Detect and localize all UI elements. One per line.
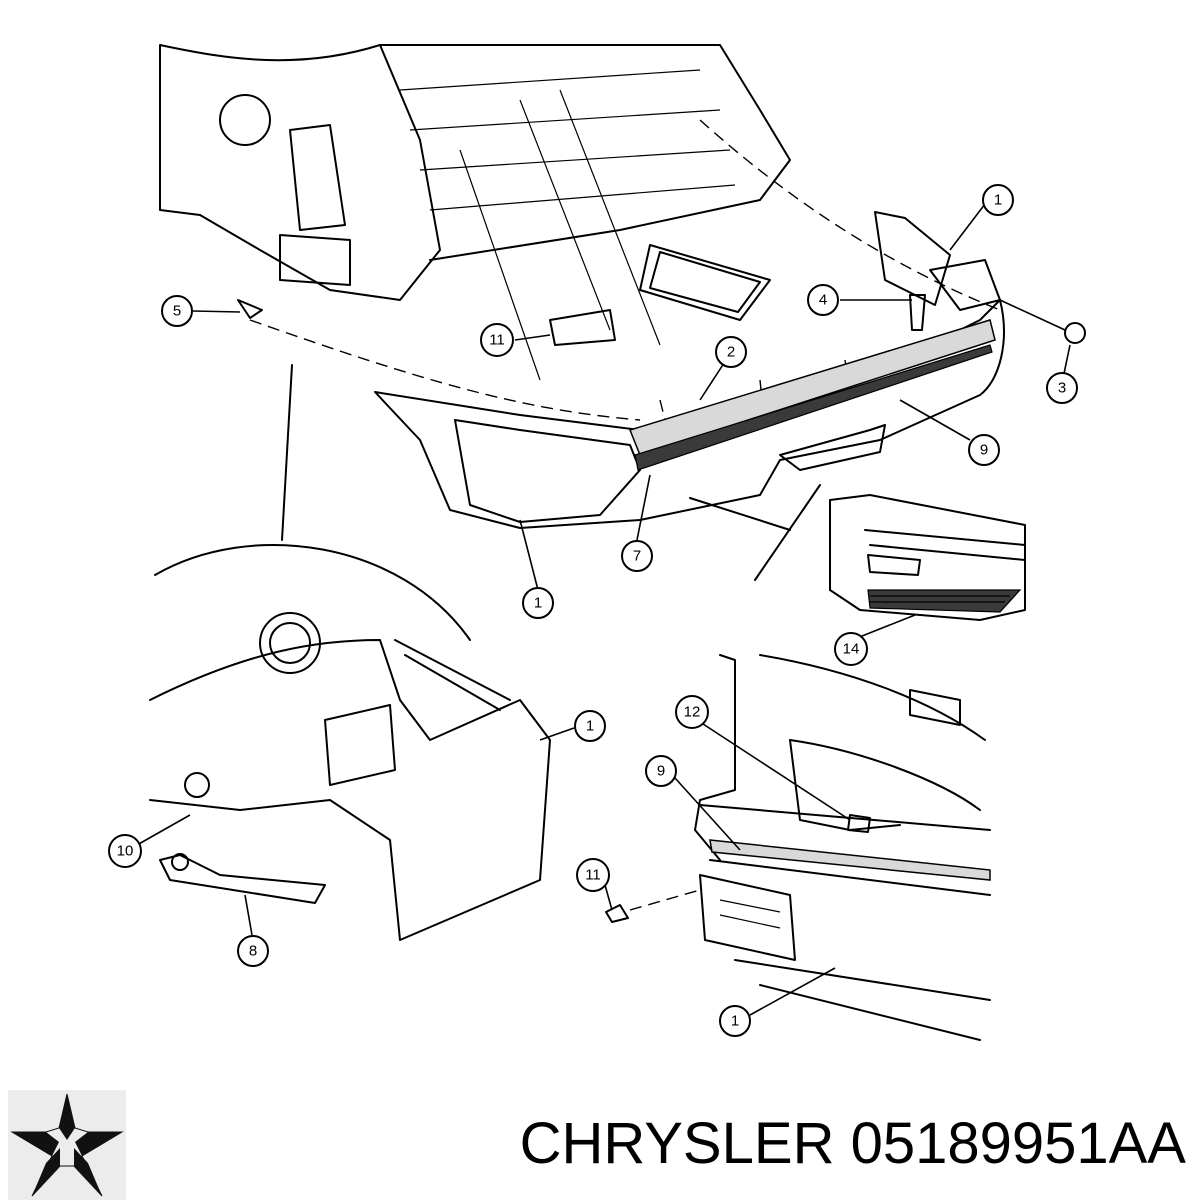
callout-11: 11 xyxy=(480,323,514,357)
side-corner-inset xyxy=(149,544,551,941)
callout-5: 5 xyxy=(161,295,193,327)
pentastar-icon xyxy=(8,1090,126,1200)
vehicle-rear-body xyxy=(159,44,791,381)
callout-label: 5 xyxy=(173,303,181,320)
callout-14: 14 xyxy=(834,632,868,666)
callout-1: 1 xyxy=(982,184,1014,216)
callout-label: 1 xyxy=(994,192,1002,209)
callout-label: 3 xyxy=(1058,380,1066,397)
callout-1: 1 xyxy=(522,587,554,619)
part-title: CHRYSLER 05189951AA xyxy=(519,1111,1186,1176)
callout-7: 7 xyxy=(621,540,653,572)
callout-10: 10 xyxy=(108,834,142,868)
callout-label: 10 xyxy=(117,843,134,860)
separator-line xyxy=(281,364,293,541)
callout-9: 9 xyxy=(968,434,1000,466)
callout-label: 14 xyxy=(843,641,860,658)
separator-line xyxy=(689,497,791,531)
callout-4: 4 xyxy=(807,284,839,316)
callout-1: 1 xyxy=(574,710,606,742)
callout-label: 4 xyxy=(819,292,827,309)
brand-footer: CHRYSLER 05189951AA xyxy=(0,1090,1200,1200)
callout-12: 12 xyxy=(675,695,709,729)
callout-label: 11 xyxy=(489,332,505,349)
callout-label: 8 xyxy=(249,943,257,960)
callout-1: 1 xyxy=(719,1005,751,1037)
callout-label: 2 xyxy=(727,344,735,361)
callout-2: 2 xyxy=(715,336,747,368)
license-plate-inset xyxy=(605,654,991,1041)
callout-label: 9 xyxy=(980,442,988,459)
callout-label: 7 xyxy=(633,548,641,565)
bumper-step-pad xyxy=(629,319,996,471)
callout-label: 12 xyxy=(684,704,701,721)
separator-line xyxy=(754,484,821,581)
fasteners xyxy=(237,294,1086,344)
callout-8: 8 xyxy=(237,935,269,967)
callout-11: 11 xyxy=(576,858,610,892)
callout-label: 1 xyxy=(534,595,542,612)
callout-label: 11 xyxy=(585,867,601,884)
bumper-closeup-inset xyxy=(829,494,1026,621)
callout-3: 3 xyxy=(1046,372,1078,404)
callout-label: 1 xyxy=(731,1013,739,1030)
callout-label: 1 xyxy=(586,718,594,735)
callout-label: 9 xyxy=(657,763,665,780)
callout-9: 9 xyxy=(645,755,677,787)
